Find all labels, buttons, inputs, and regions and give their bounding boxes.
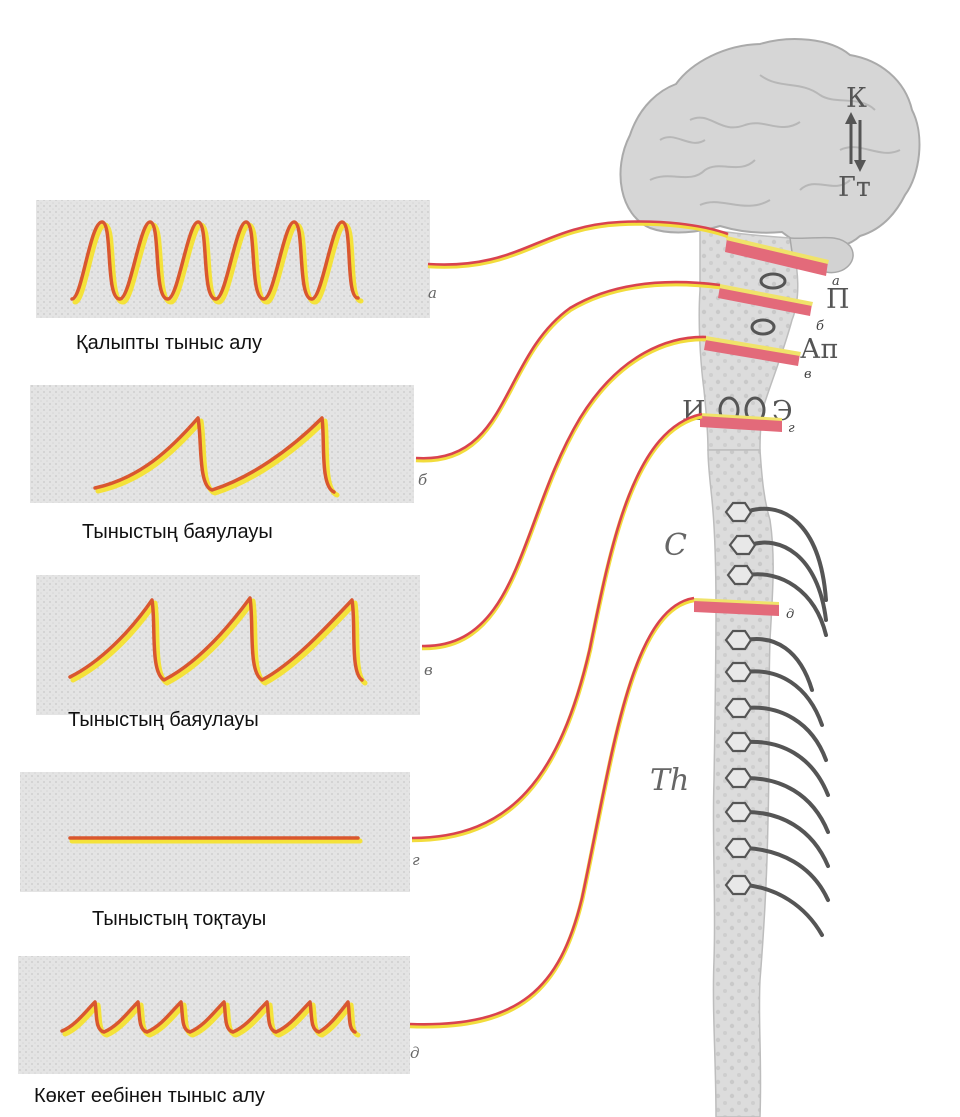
- panel-e: д Көкет еебінен тыныс алу: [18, 956, 420, 1107]
- brain: К Гт: [620, 39, 919, 247]
- ganglion-6: [726, 699, 751, 717]
- brain-label-gt: Гт: [838, 172, 871, 203]
- section-letter-e: д: [786, 607, 794, 622]
- trace-box-d: [20, 772, 410, 892]
- ganglion-8: [726, 769, 751, 787]
- section-letter-a: а: [832, 274, 840, 289]
- caption-e: Көкет еебінен тыныс алу: [34, 1085, 265, 1107]
- panel-letter-c: в: [424, 661, 433, 679]
- label-cervical: C: [664, 528, 687, 563]
- panel-letter-b: б: [418, 471, 428, 489]
- section-letter-b: б: [816, 319, 824, 334]
- label-apneustic: Ап: [800, 334, 838, 365]
- trace-box-c: [36, 575, 420, 715]
- ganglion-2: [730, 536, 755, 554]
- caption-a: Қалыпты тыныс алу: [76, 332, 262, 354]
- panel-c: в Тыныстың баяулауы: [36, 575, 433, 731]
- panel-letter-d: г: [412, 851, 420, 869]
- panel-b: б Тыныстың баяулауы: [30, 385, 428, 543]
- connector-c: [422, 337, 706, 648]
- ganglion-9: [726, 803, 751, 821]
- connector-b: [416, 282, 720, 460]
- caption-d: Тыныстың тоқтауы: [92, 908, 266, 930]
- cerebrum: [620, 39, 919, 247]
- section-letter-c: в: [804, 367, 812, 382]
- panel-letter-a: а: [428, 284, 437, 302]
- caption-b: Тыныстың баяулауы: [82, 521, 273, 543]
- label-thoracic: Th: [650, 763, 689, 798]
- ganglion-7: [726, 733, 751, 751]
- connector-a: [428, 222, 728, 267]
- panel-d: г Тыныстың тоқтауы: [20, 772, 420, 930]
- ganglion-1: [726, 503, 751, 521]
- ganglion-5: [726, 663, 751, 681]
- ganglion-3: [728, 566, 753, 584]
- ganglion-11: [726, 876, 751, 894]
- panel-letter-e: д: [410, 1044, 420, 1062]
- connector-e: [410, 598, 694, 1026]
- panel-a: а Қалыпты тыныс алу: [36, 200, 437, 354]
- caption-c: Тыныстың баяулауы: [68, 709, 259, 731]
- ganglion-4: [726, 631, 751, 649]
- ganglion-10: [726, 839, 751, 857]
- section-letter-d: г: [788, 421, 795, 436]
- brain-label-k: К: [846, 83, 867, 114]
